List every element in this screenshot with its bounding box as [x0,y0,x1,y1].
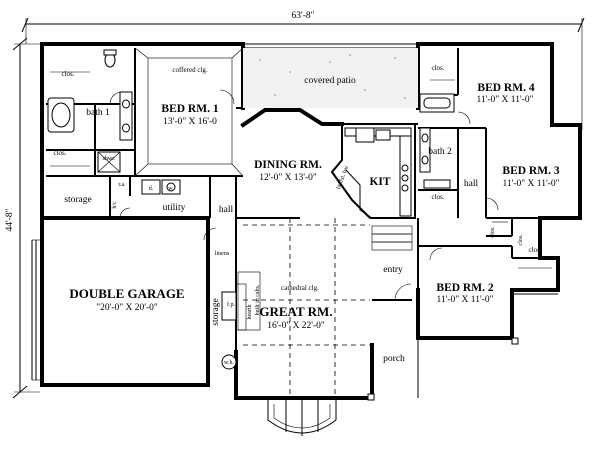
bed2-size: 11'-0" X 11'-0" [437,295,494,305]
great-room-ceiling-note: cathedral clg. [281,284,319,292]
bed3-size: 11'-0" X 11'-0" [503,179,560,189]
door-swings [109,89,499,301]
bed2-closet: clos. [528,246,541,254]
bed2-closet-side: clos. [518,234,524,246]
built-in-cabinets-label: built in cabs. [255,284,261,315]
bed1-size: 13'-0" X 16'-0 [163,117,217,127]
dryer-label: d. [149,186,154,192]
bath2-name: bath 2 [428,147,452,157]
patio-name: covered patio [304,76,356,86]
washer-label: w. [168,186,174,192]
bath1-closet-top: clos. [61,70,74,78]
bed1-coffered-ceiling [134,47,244,177]
heat-cool-label: h/c [112,201,118,209]
bed1-ceiling-note: coffered clg. [172,66,207,74]
bath1-name: bath 1 [86,108,110,118]
garage-door [31,239,42,381]
fireplace-label: f.p. [227,301,235,308]
linens-label: linens [215,251,230,257]
bed1-name: BED RM. 1 [161,103,218,115]
hearth-label: hearth [247,305,253,320]
utility-name: utility [163,203,186,213]
dimension-lines: 63'-8" 44'-8" [5,11,585,399]
garage-name: DOUBLE GARAGE [69,286,184,301]
return-air-label: r.a. [118,182,126,188]
fixtures [47,49,558,401]
right-hall-name: hall [464,179,479,189]
overall-depth-label: 44'-8" [5,208,15,231]
bed4-size: 11'-0" X 11'-0" [477,95,534,105]
breakfast-bar-label: brkfst. bar [335,165,350,191]
entry-name: entry [383,265,403,275]
kitchen-name: KIT [369,176,390,188]
great-room-size: 16'-0" X 22'-0" [267,321,325,331]
great-room-name: GREAT RM. [259,304,332,319]
shower-label: shwr. [103,156,116,162]
bed4-name: BED RM. 4 [477,82,534,94]
bed3-name: BED RM. 3 [502,165,559,177]
bed4-closet: clos. [431,64,444,72]
dining-name: DINING RM. [254,159,322,171]
water-heater-label: w.h. [224,360,234,366]
great-room-ceiling [243,218,370,398]
bed3-closet: clos. [490,226,496,238]
porch-name: porch [383,354,405,364]
bath2-closet: clos. [431,193,444,201]
center-hall-name: hall [219,205,234,215]
room-labels: BED RM. 1 13'-0" X 16'-0 coffered clg. b… [53,64,559,366]
bed2-name: BED RM. 2 [436,282,493,294]
bath1-closet-bottom: clos. [53,149,66,157]
front-steps [267,398,337,436]
storage-left-name: storage [64,195,91,205]
dining-size: 12'-0" X 13'-0" [259,173,317,183]
covered-patio [243,48,418,108]
garage-size: "20'-0" X 20'-0" [96,303,158,313]
storage-garage-name: storage [211,298,221,325]
overall-width-label: 63'-8" [291,11,314,21]
